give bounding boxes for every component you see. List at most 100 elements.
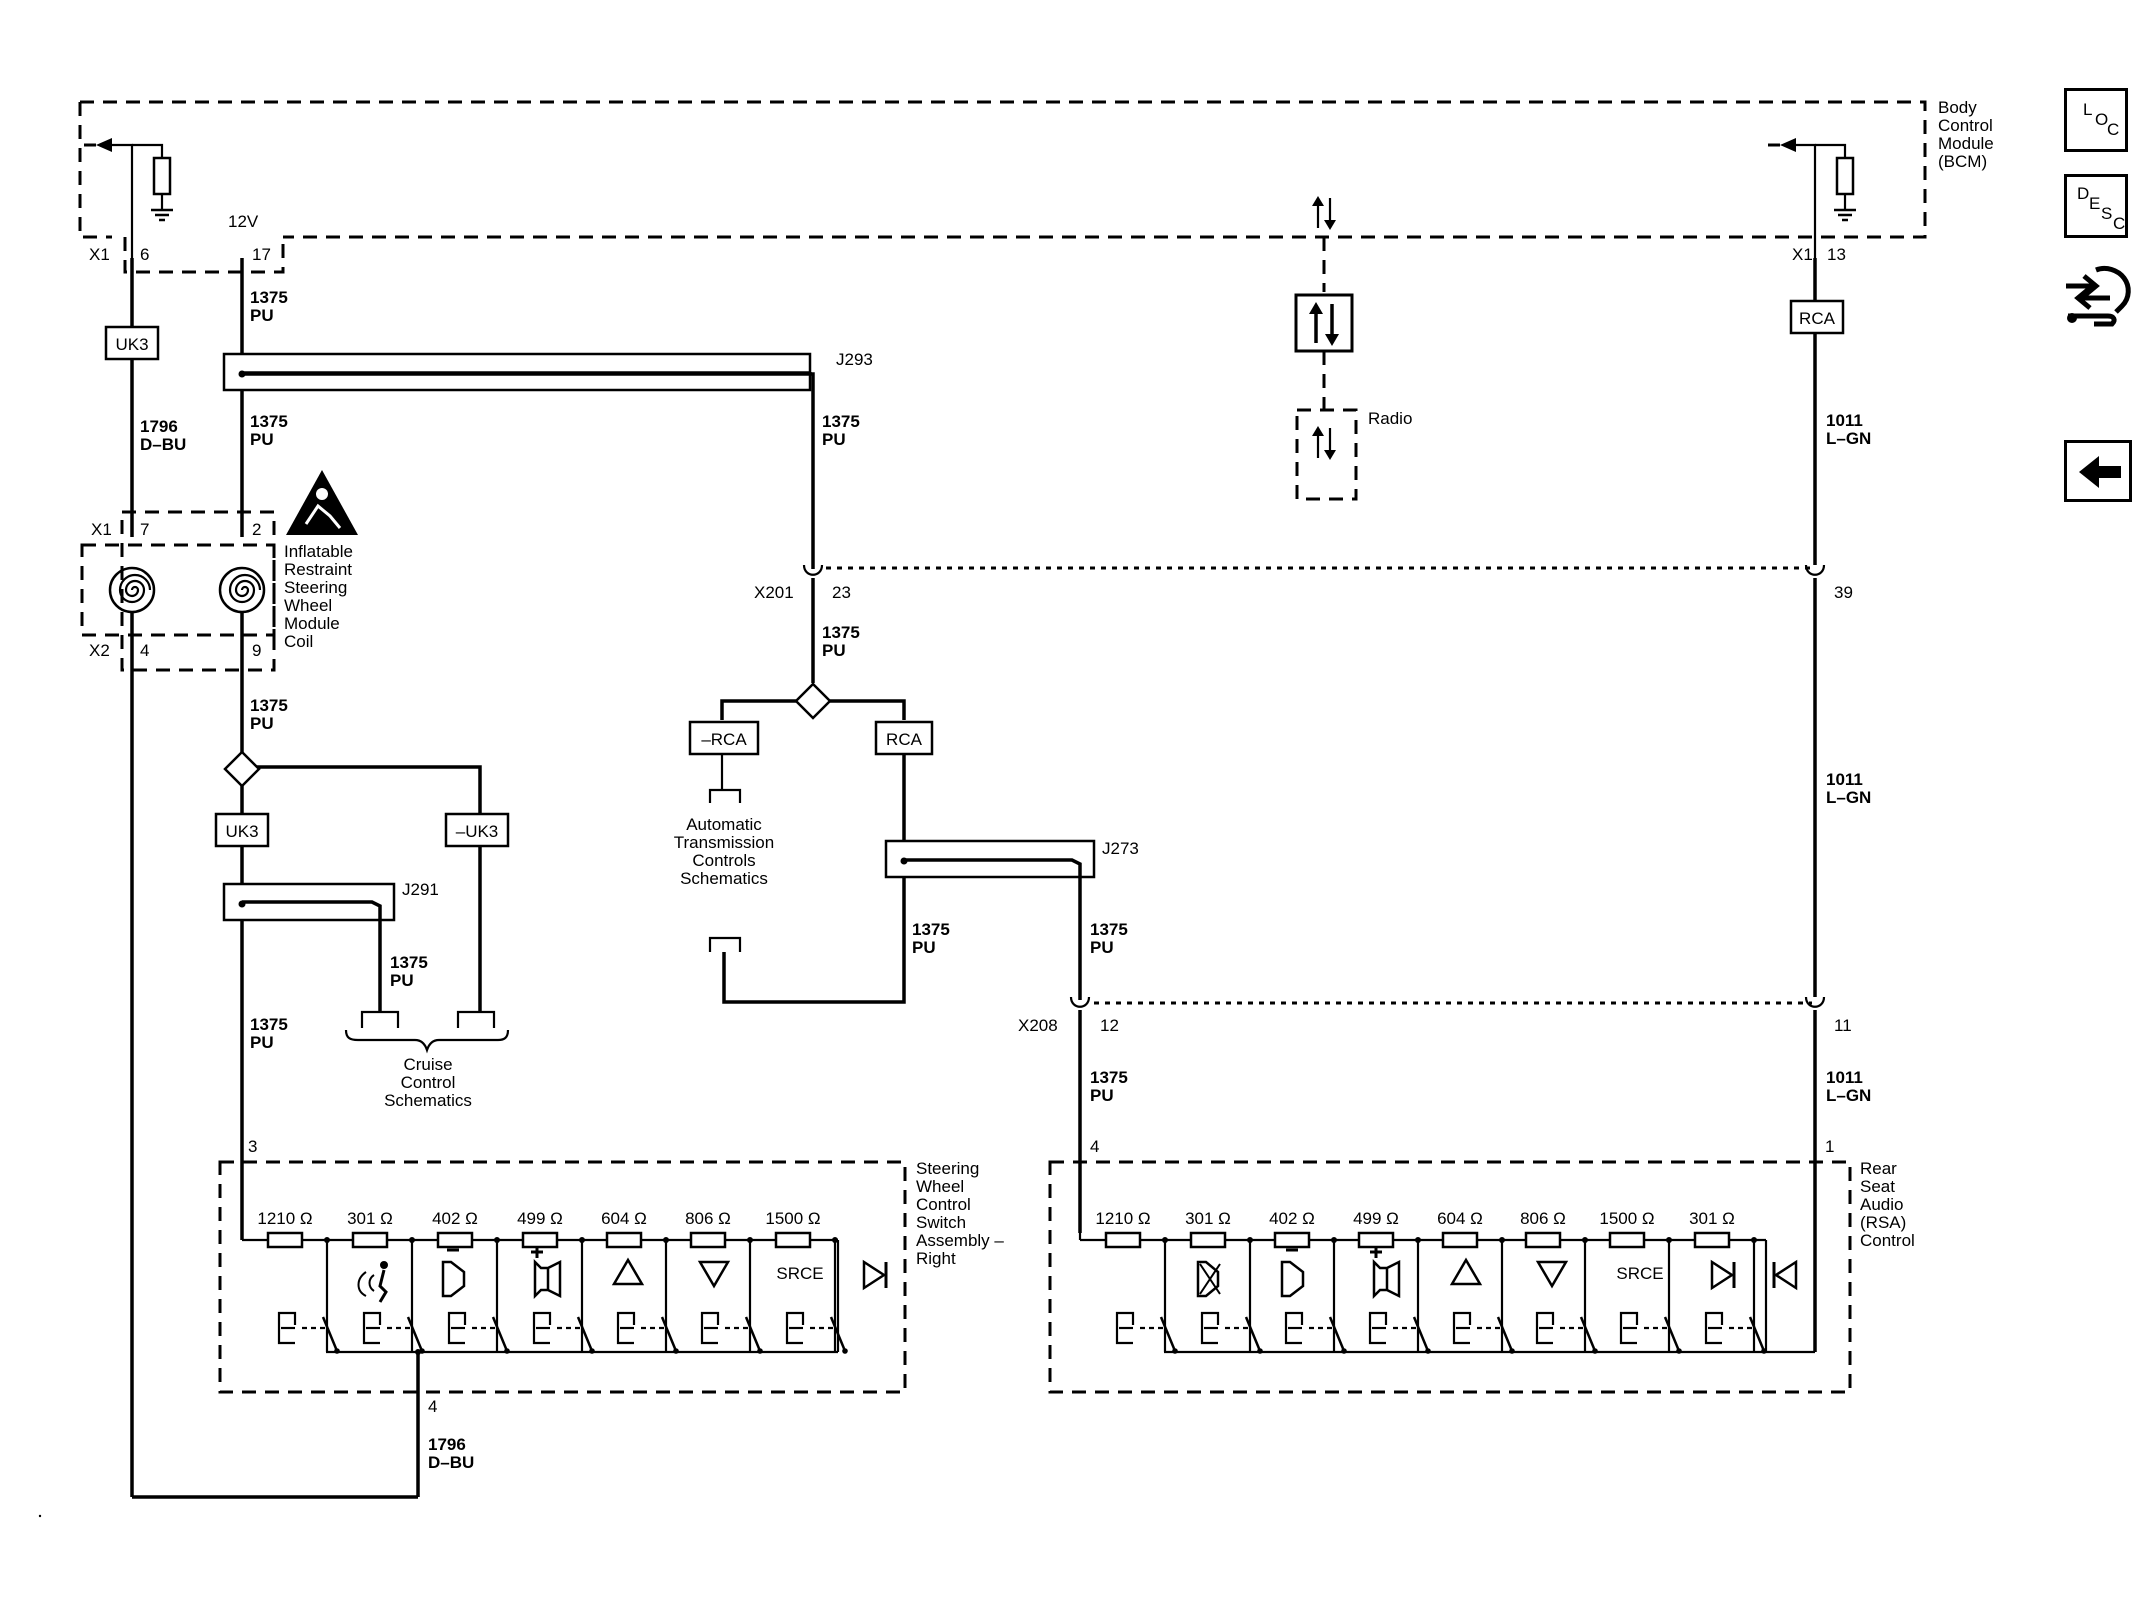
seek-down-icon xyxy=(697,1260,731,1289)
swc-resistor-value: 1210 Ω xyxy=(257,1209,312,1228)
rsa-switch xyxy=(1368,1311,1433,1356)
rsa-next-track-icon xyxy=(1710,1259,1736,1291)
trans-label-3: Controls xyxy=(692,851,755,870)
rsa-volume-up-icon xyxy=(1370,1246,1401,1300)
swc-pin-3: 3 xyxy=(248,1137,257,1156)
trans-connector-top xyxy=(708,754,742,803)
swc-label-2: Wheel xyxy=(916,1177,964,1196)
wire-1011-code-b: 1011 xyxy=(1826,770,1863,789)
wire-1375-code-i: 1375 xyxy=(1090,920,1128,939)
swc-label-4: Switch xyxy=(916,1213,966,1232)
swc-resistor xyxy=(266,1231,304,1249)
rsa-resistor xyxy=(1189,1231,1227,1249)
wire-1375-code-b: 1375 xyxy=(250,412,288,431)
wire-1375-color-i: PU xyxy=(1090,938,1114,957)
rsa-switch xyxy=(1115,1311,1180,1356)
wire-1375-color-f: PU xyxy=(250,1033,274,1052)
volume-down-icon xyxy=(441,1248,466,1298)
serial-data-icon xyxy=(1312,196,1336,230)
rsa-resistor xyxy=(1693,1231,1731,1249)
supply-12v: 12V xyxy=(228,212,259,231)
coil-label-1: Inflatable xyxy=(284,542,353,561)
option-rca-right xyxy=(1789,299,1845,335)
rsa-resistor-value: 301 Ω xyxy=(1185,1209,1231,1228)
wire-1375-color-h: PU xyxy=(912,938,936,957)
wire-1375-color-b: PU xyxy=(250,430,274,449)
splice-j293 xyxy=(222,352,815,569)
swc-resistor-value: 806 Ω xyxy=(685,1209,731,1228)
wire-1375-code-h: 1375 xyxy=(912,920,950,939)
rsa-resistor xyxy=(1273,1231,1311,1249)
bcm-label-4: (BCM) xyxy=(1938,152,1987,171)
wire-1375-color-e: PU xyxy=(390,971,414,990)
desc-letter-s: S xyxy=(2101,204,2112,223)
coil-label-2: Restraint xyxy=(284,560,352,579)
rsa-switch xyxy=(1200,1311,1265,1356)
splice-j291-label: J291 xyxy=(402,880,439,899)
x208-pin-11: 11 xyxy=(1834,1016,1852,1035)
option-uk3-mid xyxy=(214,812,270,848)
radio-module xyxy=(1294,237,1358,501)
wire-1011-color-c: L–GN xyxy=(1826,1086,1871,1105)
splice-j293-label: J293 xyxy=(836,350,873,369)
trans-label-2: Transmission xyxy=(674,833,774,852)
bcm-pin-13: 13 xyxy=(1827,245,1846,264)
rsa-previous-track-icon xyxy=(1772,1259,1798,1291)
coil-label-6: Coil xyxy=(284,632,313,651)
wire-1375-code-d: 1375 xyxy=(250,696,288,715)
bcm-label-2: Control xyxy=(1938,116,1993,135)
connector-hand-icon xyxy=(2066,265,2131,327)
swc-switch xyxy=(277,1311,342,1356)
swc-resistor xyxy=(689,1231,727,1249)
rsa-resistor-value: 402 Ω xyxy=(1269,1209,1315,1228)
wire-1375-code-a: 1375 xyxy=(250,288,288,307)
swc-resistor-value: 1500 Ω xyxy=(765,1209,820,1228)
bcm-conn-x1-right: X1 xyxy=(1792,245,1813,264)
wire-1011-code-c: 1011 xyxy=(1826,1068,1863,1087)
wire-1375-color-c: PU xyxy=(822,430,846,449)
voice-recognition-icon xyxy=(357,1261,388,1303)
wire-1011-code-a: 1011 xyxy=(1826,411,1863,430)
trans-label-4: Schematics xyxy=(680,869,768,888)
option-not-uk3 xyxy=(444,812,510,848)
rsa-label-3: Audio xyxy=(1860,1195,1903,1214)
description-button[interactable]: D E S C xyxy=(2064,174,2128,238)
swc-resistor xyxy=(436,1231,474,1249)
bcm-module: Body Control Module (BCM) 12V xyxy=(78,98,1994,274)
location-button[interactable]: L O C xyxy=(2064,88,2128,152)
swc-label-5: Assembly – xyxy=(916,1231,1004,1250)
back-button[interactable] xyxy=(2064,440,2132,502)
option-not-rca-label: –RCA xyxy=(701,730,747,749)
swc-label-6: Right xyxy=(916,1249,956,1268)
connector-view-button[interactable] xyxy=(2060,258,2134,338)
rsa-resistor-value: 1210 Ω xyxy=(1095,1209,1150,1228)
rsa-label-1: Rear xyxy=(1860,1159,1897,1178)
swc-resistor xyxy=(774,1231,812,1249)
coil-label-4: Wheel xyxy=(284,596,332,615)
cruise-control-reference xyxy=(344,1010,510,1054)
swc-resistor xyxy=(351,1231,389,1249)
coil-conn-x1: X1 xyxy=(91,520,112,539)
airbag-warning-icon xyxy=(286,470,358,535)
rsa-resistor-value: 301 Ω xyxy=(1689,1209,1735,1228)
rsa-pin-4: 4 xyxy=(1090,1137,1099,1156)
rsa-resistor xyxy=(1441,1231,1479,1249)
wire-1796-code: 1796 xyxy=(140,417,178,436)
rsa-volume-down-icon xyxy=(1280,1248,1305,1298)
swc-resistor-value: 301 Ω xyxy=(347,1209,393,1228)
rsa-switch xyxy=(1284,1311,1349,1356)
option-uk3-top-label: UK3 xyxy=(115,335,148,354)
coil-pin-9: 9 xyxy=(252,641,261,660)
bcm-label-3: Module xyxy=(1938,134,1994,153)
coil-pin-2: 2 xyxy=(252,520,261,539)
splice-j291 xyxy=(222,846,482,1012)
inline-connector-x208 xyxy=(1069,996,1826,1008)
rsa-label-4: (RSA) xyxy=(1860,1213,1906,1232)
swc-resistor xyxy=(605,1231,643,1249)
rsa-label-2: Seat xyxy=(1860,1177,1895,1196)
rsa-seek-down-icon xyxy=(1535,1260,1569,1289)
